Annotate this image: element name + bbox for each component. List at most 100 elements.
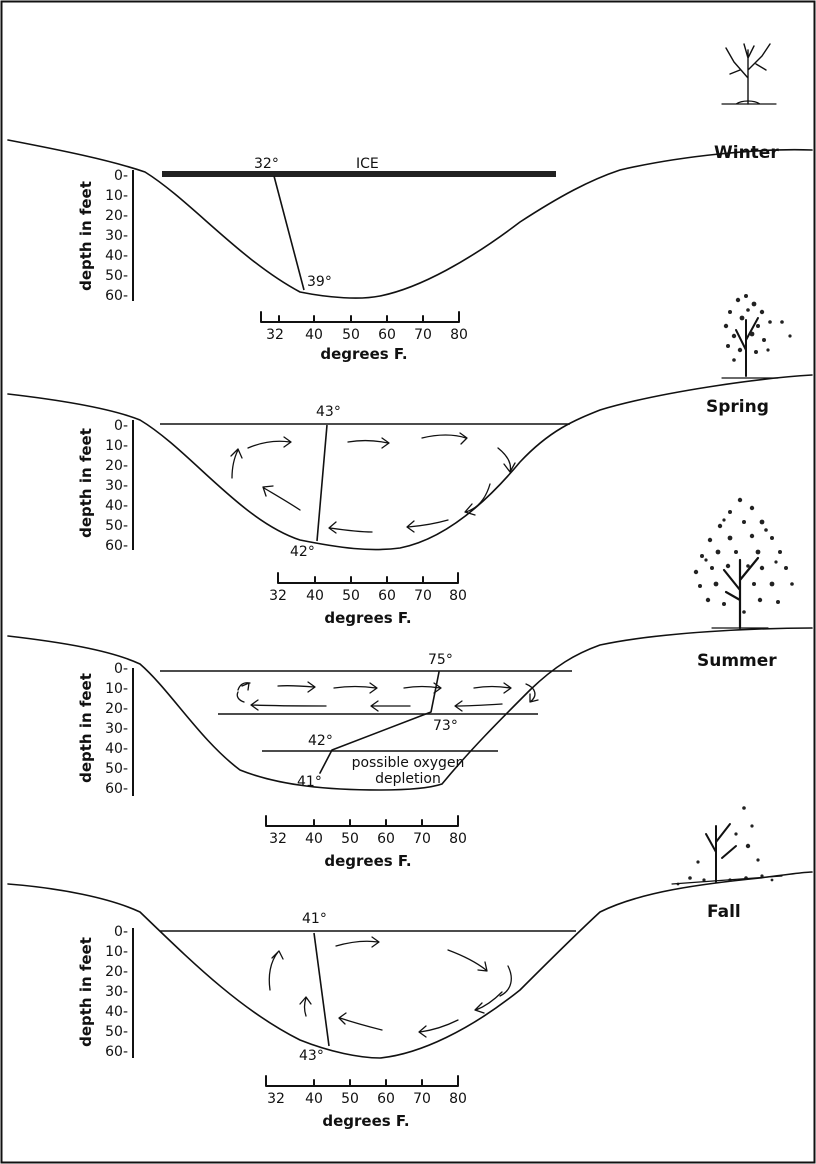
circulation-arrow	[406, 519, 449, 533]
depth-tick: 0-	[114, 661, 128, 677]
depth-tick: 10-	[105, 438, 128, 454]
circulation-arrow	[474, 991, 503, 1014]
circulation-arrow	[464, 483, 491, 516]
fall-depth-axis: depth in feet 0- 10- 20- 30- 40- 50- 60-	[77, 924, 134, 1060]
circulation-arrow	[421, 432, 468, 445]
circulation-arrow	[236, 691, 245, 703]
circulation-arrow	[277, 681, 316, 693]
depth-tick: 60-	[105, 288, 128, 304]
depth-tick: 0-	[114, 418, 128, 434]
depth-tick: 20-	[105, 964, 128, 980]
temp-tick: 60	[377, 1091, 395, 1107]
circulation-arrow	[497, 447, 516, 473]
temp-tick: 70	[414, 327, 432, 343]
summer-depth-axis: depth in feet 0- 10- 20- 30- 40- 50- 60-	[77, 661, 134, 797]
depth-tick: 10-	[105, 188, 128, 204]
temp-tick: 60	[378, 327, 396, 343]
spring-temperature-scale: 32 40 50 60 70 80 degrees F.	[269, 572, 467, 627]
fall-temp-profile	[313, 932, 330, 1047]
summer-lake-bank	[7, 627, 813, 791]
winter-lake-bank	[7, 139, 813, 299]
depth-tick: 60-	[105, 1044, 128, 1060]
temp-axis-label: degrees F.	[322, 1112, 409, 1130]
temp-axis-label: degrees F.	[324, 852, 411, 870]
depth-tick: 50-	[105, 761, 128, 777]
depth-tick: 40-	[105, 1004, 128, 1020]
summer-season-label: Summer	[697, 651, 777, 671]
summer-circulation-arrows	[236, 681, 539, 712]
temp-tick: 70	[413, 831, 431, 847]
winter-panel: 32° 39° ICE Winter depth in feet 0- 10- …	[7, 43, 813, 363]
depth-tick: 50-	[105, 1024, 128, 1040]
circulation-arrow	[328, 521, 373, 534]
temp-axis-label: degrees F.	[320, 345, 407, 363]
summer-surface-temp: 75°	[428, 652, 453, 668]
depth-tick: 0-	[114, 924, 128, 940]
circulation-arrow	[230, 448, 243, 479]
winter-temperature-scale: 32 40 50 60 70 80 degrees F.	[260, 311, 468, 363]
temp-tick: 32	[269, 588, 287, 604]
temp-tick: 60	[377, 831, 395, 847]
summer-bottom-temp: 41°	[297, 774, 322, 790]
depth-tick: 60-	[105, 538, 128, 554]
spring-temp-profile	[316, 424, 328, 542]
winter-surface-temp: 32°	[254, 156, 279, 172]
spring-season-label: Spring	[706, 397, 769, 417]
depth-tick: 40-	[105, 498, 128, 514]
temp-tick: 32	[269, 831, 287, 847]
circulation-arrow	[299, 996, 312, 1017]
temp-tick: 80	[449, 1091, 467, 1107]
summer-temperature-scale: 32 40 50 60 70 80 degrees F.	[265, 815, 467, 870]
circulation-arrow	[473, 682, 512, 694]
temp-tick: 80	[449, 588, 467, 604]
spring-depth-axis: depth in feet 0- 10- 20- 30- 40- 50- 60-	[77, 418, 134, 554]
temp-tick: 40	[305, 327, 323, 343]
spring-tree-icon	[721, 294, 792, 379]
temp-tick: 40	[305, 831, 323, 847]
winter-temp-profile	[273, 175, 305, 291]
depth-axis-label: depth in feet	[77, 937, 95, 1047]
depth-tick: 40-	[105, 248, 128, 264]
circulation-arrow	[347, 437, 390, 449]
spring-lake-bank	[7, 374, 813, 551]
winter-tree-icon	[721, 43, 777, 105]
temp-tick: 70	[414, 588, 432, 604]
circulation-arrow	[454, 700, 503, 712]
depth-tick: 50-	[105, 518, 128, 534]
temp-tick: 32	[267, 1091, 285, 1107]
temp-tick: 50	[342, 588, 360, 604]
depth-tick: 20-	[105, 701, 128, 717]
temp-tick: 50	[341, 1091, 359, 1107]
circulation-arrow	[418, 1019, 459, 1038]
depth-tick: 30-	[105, 721, 128, 737]
fall-circulation-arrows	[268, 936, 512, 1038]
depth-tick: 10-	[105, 944, 128, 960]
spring-bottom-temp: 42°	[290, 544, 315, 560]
circulation-arrow	[447, 949, 488, 972]
depth-tick: 20-	[105, 208, 128, 224]
depth-tick: 30-	[105, 228, 128, 244]
circulation-arrow	[499, 965, 512, 997]
depth-axis-label: depth in feet	[77, 428, 95, 538]
winter-depth-axis: depth in feet 0- 10- 20- 30- 40- 50- 60-	[77, 168, 134, 304]
depth-tick: 40-	[105, 741, 128, 757]
oxygen-depletion-note-line2: depletion	[375, 771, 441, 787]
circulation-arrow	[338, 1012, 383, 1031]
temp-tick: 50	[342, 327, 360, 343]
summer-tree-icon	[693, 497, 794, 630]
depth-tick: 20-	[105, 458, 128, 474]
fall-bottom-temp: 43°	[299, 1048, 324, 1064]
circulation-arrow	[333, 682, 378, 694]
spring-surface-temp: 43°	[316, 404, 341, 420]
winter-bottom-temp: 39°	[307, 274, 332, 290]
temp-tick: 80	[449, 831, 467, 847]
fall-tree-icon	[671, 806, 783, 886]
circulation-arrow	[525, 683, 539, 703]
depth-axis-label: depth in feet	[77, 181, 95, 291]
temp-tick: 50	[341, 831, 359, 847]
circulation-arrow	[237, 682, 251, 691]
circulation-arrow	[262, 485, 301, 511]
depth-tick: 60-	[105, 781, 128, 797]
